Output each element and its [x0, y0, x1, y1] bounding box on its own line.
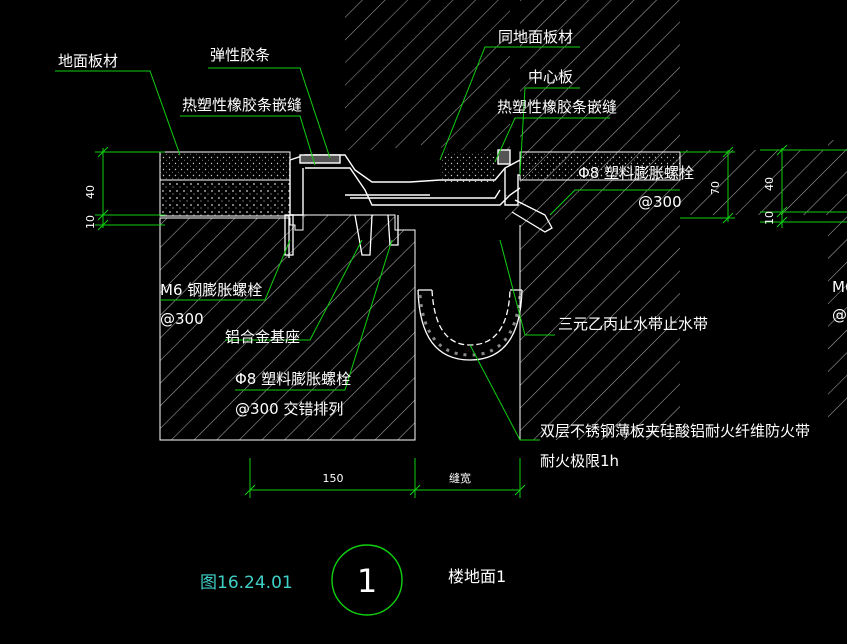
label-steel-bolt-spacing: @300 [160, 310, 204, 328]
label-fire-band: 双层不锈钢薄板夹硅酸铝耐火纤维防火带 [540, 422, 810, 440]
detail-circle [331, 544, 403, 616]
label-steel-bolt: M6 钢膨胀螺栓 [160, 281, 262, 299]
dim-bottom-150: 150 [323, 472, 344, 485]
label-thermo-strip-right: 热塑性橡胶条嵌缝 [497, 98, 617, 116]
waterstop-band [417, 289, 523, 361]
label-thermo-strip-left: 热塑性橡胶条嵌缝 [182, 96, 302, 114]
detail-number: 1 [357, 562, 377, 600]
dim-left-40: 40 [84, 185, 97, 199]
joint-gap [414, 225, 521, 440]
leader-lines [55, 46, 680, 441]
floor-layers [159, 151, 681, 217]
annotations: 地面板材 弹性胶条 热塑性橡胶条嵌缝 同地面板材 中心板 热塑性橡胶条嵌缝 Φ8… [58, 28, 847, 470]
detail-title: 楼地面1 [448, 567, 506, 586]
dim-bottom-gap: 缝宽 [449, 471, 471, 485]
label-alloy-base: 铝合金基座 [225, 328, 300, 346]
label-edge-m6: M6 [832, 278, 847, 296]
label-plastic-bolt-left-spacing: @300 交错排列 [235, 400, 343, 418]
label-plastic-bolt-right-spacing: @300 [638, 193, 682, 211]
concrete-hatching [159, 0, 847, 441]
figure-number: 图16.24.01 [200, 573, 293, 593]
label-fire-limit: 耐火极限1h [540, 452, 619, 470]
label-waterstop: 三元乙丙止水带止水带 [558, 315, 708, 333]
dimension-lines [95, 144, 847, 498]
label-plastic-bolt-right: Φ8 塑料膨胀螺栓 [578, 164, 694, 182]
label-elastic-strip: 弹性胶条 [210, 46, 270, 64]
label-plastic-bolt-left: Φ8 塑料膨胀螺栓 [235, 370, 351, 388]
dim-far-40: 40 [763, 177, 776, 191]
label-edge-300: @3 [832, 306, 847, 324]
dimension-text: 40 10 70 40 10 150 缝宽 [84, 177, 776, 485]
label-floor-material: 地面板材 [58, 52, 118, 70]
dim-far-10: 10 [763, 211, 776, 225]
figure-caption: 图16.24.01 1 楼地面1 [200, 544, 506, 616]
dim-right-70: 70 [709, 181, 722, 195]
joint-profile [289, 149, 521, 216]
label-same-floor-material: 同地面板材 [498, 28, 573, 46]
dim-left-10: 10 [84, 215, 97, 229]
label-center-plate: 中心板 [528, 68, 573, 86]
expansion-bolts [284, 199, 553, 258]
